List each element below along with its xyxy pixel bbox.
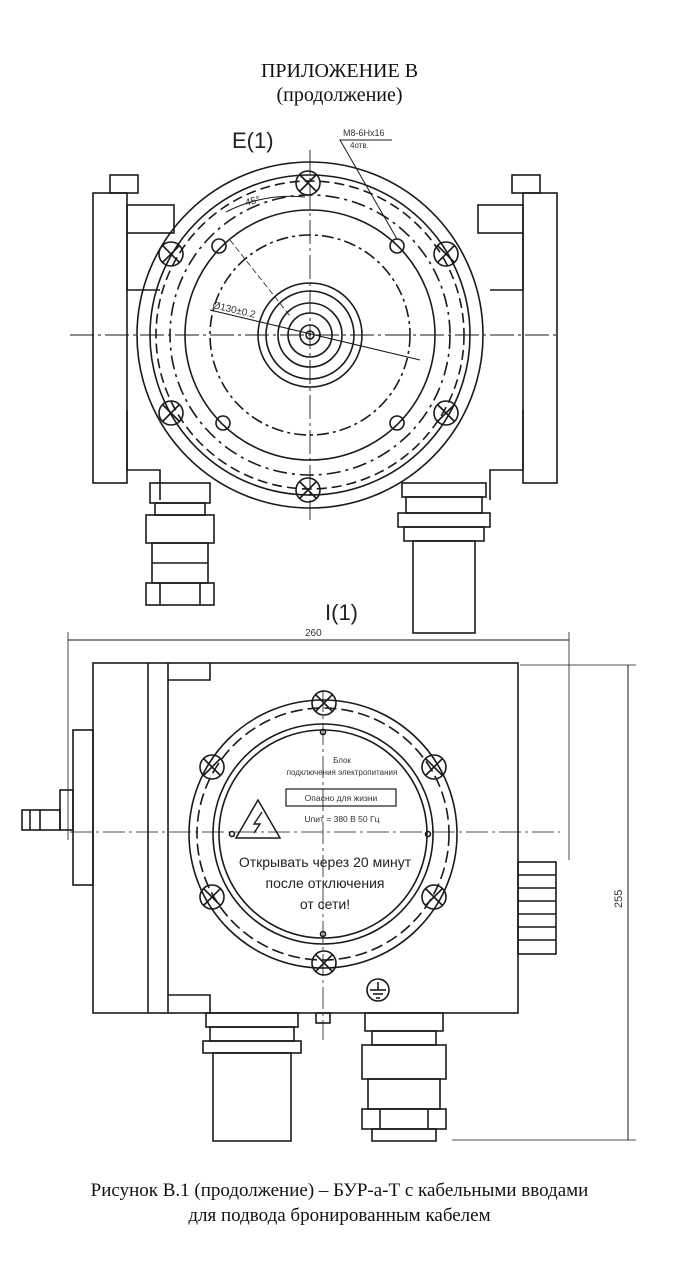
flange-bolts-top (158, 170, 459, 503)
cable-gland-left-bottom (202, 1012, 302, 1142)
cover-bolts (199, 690, 447, 976)
angle-label: 45° (244, 195, 261, 209)
warning-line-1: Открывать через 20 минут (239, 854, 412, 870)
cable-gland-left-top (145, 482, 215, 606)
plate-box-text: Опасно для жизни (305, 793, 378, 803)
figure-caption-line-1: Рисунок В.1 (продолжение) – БУР-а-Т с ка… (90, 1180, 589, 1201)
plate-line-1: Блок (333, 756, 351, 765)
view-label-i: I(1) (325, 600, 358, 625)
appendix-title: ПРИЛОЖЕНИЕ В (260, 60, 419, 82)
high-voltage-warning-icon (234, 798, 282, 839)
cable-gland-right-bottom (361, 1012, 447, 1142)
top-view (70, 139, 560, 634)
thread-callout: М8-6Hх16 (343, 128, 385, 138)
warning-line-2: после отключения (266, 875, 385, 891)
view-label-e: Е(1) (232, 128, 274, 153)
figure-caption-line-2: для подвода бронированным кабелем (188, 1205, 491, 1226)
appendix-subtitle: (продолжение) (276, 84, 403, 106)
plate-line-2: подключения электропитания (287, 768, 398, 777)
cable-gland-right-top (397, 482, 491, 634)
plate-voltage: Uпит = 380 В 50 Гц (305, 814, 380, 824)
ground-icon (366, 978, 390, 1002)
dimension-width: 260 (305, 628, 322, 639)
warning-line-3: от сети! (300, 896, 350, 912)
dimension-height: 255 (613, 890, 625, 908)
diameter-label: Ø130±0.2 (211, 300, 257, 321)
thread-count: 4отв. (350, 141, 369, 150)
bottom-view (21, 632, 636, 1142)
